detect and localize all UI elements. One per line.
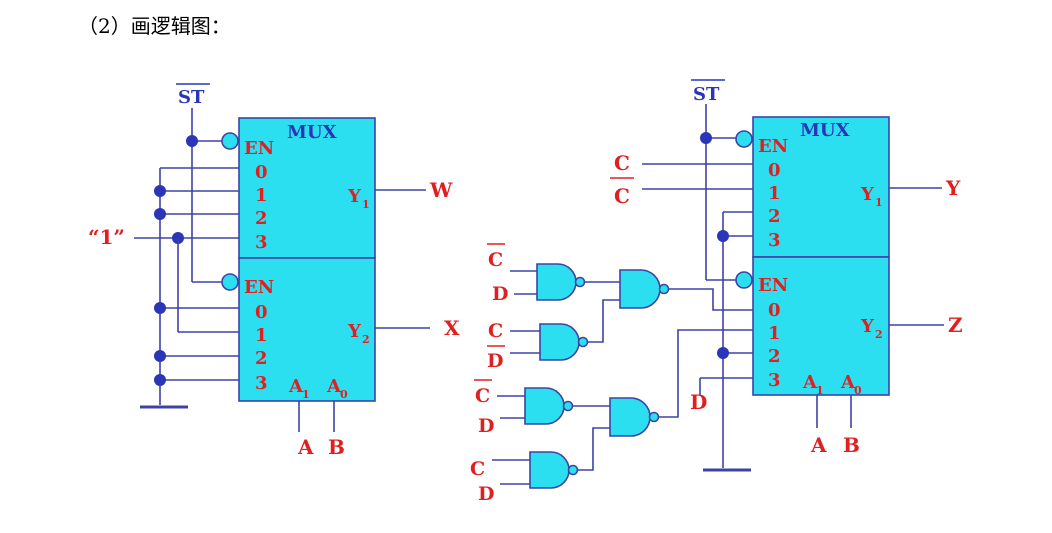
a0-pin-label: A [840, 372, 856, 393]
select-b-label: B [328, 435, 345, 459]
junction-dot [154, 208, 166, 220]
right-mux-lower-box [752, 256, 890, 396]
select-b-label: B [843, 433, 860, 457]
nand-gate-4 [524, 387, 565, 425]
a0-subscript: 0 [854, 384, 862, 397]
page-heading: （2）画逻辑图： [78, 14, 231, 38]
y2-label: Y [347, 321, 362, 342]
output-x-label: X [444, 316, 460, 340]
left-mux-lower-box [238, 257, 376, 402]
en-inversion-bubble [221, 132, 239, 150]
en-label: EN [244, 277, 274, 298]
pin-1-label: 1 [768, 183, 781, 204]
pin-0-label: 0 [255, 302, 268, 323]
left-mux-circuit: ST MUX EN 0 1 2 3 Y 1 EN 0 1 2 3 Y 2 A 1… [88, 83, 460, 459]
pin-2-label: 2 [255, 348, 268, 369]
nand-bubble [562, 400, 574, 412]
nand-gate-6 [609, 397, 651, 437]
pin-1-label: 1 [255, 185, 268, 206]
gate4-input-bottom: D [478, 415, 494, 437]
junction-dot [154, 185, 166, 197]
a0-pin-label: A [326, 376, 342, 397]
en-label: EN [244, 138, 274, 159]
en-inversion-bubble [735, 130, 753, 148]
left-st-label: ST [178, 87, 205, 108]
nand-gate-2 [539, 323, 580, 361]
output-z-label: Z [948, 313, 963, 337]
junction-dot [717, 347, 729, 359]
junction-dot [717, 230, 729, 242]
constant-one-label: “1” [88, 225, 125, 249]
en-inversion-bubble [221, 273, 239, 291]
gate5-to-gate6-wire [578, 427, 610, 471]
en-label: EN [758, 275, 788, 296]
right-mux-upper-box [752, 116, 890, 258]
pin-2-label: 2 [255, 208, 268, 229]
nand-gate-3 [619, 269, 661, 309]
output-w-label: W [429, 178, 453, 202]
pin-3-label: 3 [255, 373, 268, 394]
gate1-input-bottom: D [492, 283, 508, 305]
pin-1-label: 1 [255, 325, 268, 346]
pin-3-label: 3 [255, 232, 268, 253]
nand-gate-1 [536, 263, 577, 301]
pin-2-label: 2 [768, 346, 781, 367]
y1-label: Y [860, 184, 875, 205]
nand-bubble [577, 336, 589, 348]
right-mux-circuit: ST MUX EN 0 1 2 3 Y 1 EN 0 1 2 3 Y 2 A 1… [470, 79, 963, 505]
pin-0-label: 0 [255, 162, 268, 183]
left-mux-title: MUX [287, 122, 337, 143]
y2-subscript: 2 [875, 328, 883, 341]
a1-subscript: 1 [302, 388, 310, 401]
a1-pin-label: A [802, 372, 818, 393]
gate2-input-bottom: D [487, 350, 503, 372]
junction-dot [186, 135, 198, 147]
a0-subscript: 0 [340, 388, 348, 401]
nand-bubble [567, 464, 579, 476]
junction-dot [154, 374, 166, 386]
y1-subscript: 1 [875, 196, 883, 209]
pin-3-label: 3 [768, 370, 781, 391]
select-a-label: A [810, 433, 827, 457]
pin-0-label: 0 [768, 300, 781, 321]
y1-subscript: 1 [362, 198, 370, 211]
junction-dot [700, 132, 712, 144]
input-c-label: C [614, 151, 630, 175]
pin-3-label: 3 [768, 230, 781, 251]
gate2-to-gate3-wire [588, 299, 620, 343]
en-label: EN [758, 136, 788, 157]
right-st-label: ST [693, 84, 720, 105]
y1-label: Y [347, 186, 362, 207]
a1-pin-label: A [288, 376, 304, 397]
right-mux-title: MUX [800, 120, 850, 141]
input-c-bar-label: C [614, 184, 630, 208]
junction-dot [154, 350, 166, 362]
gate4-input-top: C [475, 385, 490, 407]
junction-dot [154, 302, 166, 314]
pin-2-label: 2 [768, 206, 781, 227]
a1-subscript: 1 [816, 384, 824, 397]
en-inversion-bubble [735, 271, 753, 289]
select-a-label: A [297, 435, 314, 459]
pin-0-label: 0 [768, 160, 781, 181]
nand-bubble [658, 283, 670, 295]
gate5-input-top: C [470, 458, 485, 480]
gate3-to-mux-wire [669, 288, 753, 311]
gate5-input-bottom: D [478, 483, 494, 505]
gate6-to-mux-wire [659, 329, 753, 418]
y2-label: Y [860, 316, 875, 337]
pin-1-label: 1 [768, 323, 781, 344]
y2-subscript: 2 [362, 333, 370, 346]
output-y-label: Y [945, 176, 961, 200]
gate1-input-top: C [488, 249, 503, 271]
nand-bubble [648, 411, 660, 423]
gate2-input-top: C [488, 320, 503, 342]
nand-gate-5 [529, 451, 570, 489]
input-d-label: D [690, 390, 707, 414]
nand-bubble [574, 276, 586, 288]
